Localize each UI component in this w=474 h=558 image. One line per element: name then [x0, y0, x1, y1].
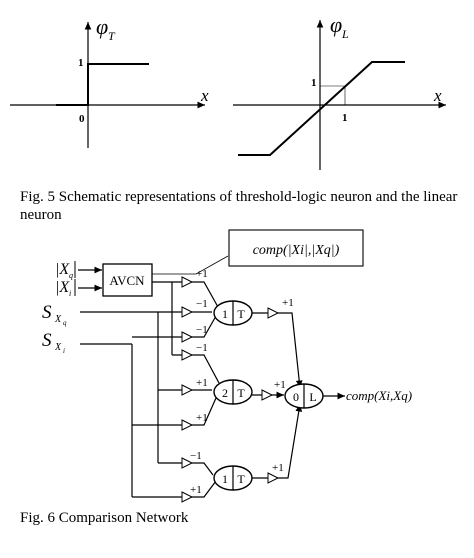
weight-triangle-n1-out — [267, 307, 280, 319]
weight-label-1: +1 — [196, 268, 208, 280]
wire-sxi-to-n1 — [132, 315, 217, 338]
weight-triangle-n2-out — [261, 389, 274, 401]
output-neuron-type: L — [309, 390, 316, 404]
fig5-caption: Fig. 5 Schematic representations of thre… — [20, 189, 458, 223]
threshold-curve — [56, 63, 149, 106]
threshold-tick-1: 1 — [78, 57, 84, 69]
avcn-label: AVCN — [109, 273, 145, 288]
threshold-origin: 0 — [79, 113, 85, 125]
output-neuron-bias: 0 — [293, 390, 299, 404]
input-sxi: S — [42, 330, 52, 351]
threshold-y-subscript: T — [108, 29, 116, 43]
comp-box — [228, 229, 364, 267]
weight-label-n3-out: +1 — [272, 462, 284, 474]
input-xq-sub: q — [69, 271, 73, 280]
output-label: comp(Xi,Xq) — [346, 388, 412, 403]
weight-label-8: +1 — [190, 484, 202, 496]
input-xq-abs: |X — [55, 261, 70, 278]
linear-curve — [238, 61, 405, 156]
neuron-2-type: T — [237, 386, 245, 400]
comparison-network: |X q |X i S X q S X i AVCN comp(|Xi|,|Xq… — [42, 229, 412, 503]
weight-triangle-5 — [181, 384, 194, 396]
linear-tick-y: 1 — [311, 77, 317, 89]
neuron-3-bias: 1 — [222, 472, 228, 486]
wire-n3-out — [252, 403, 303, 479]
neuron-1-type: T — [237, 307, 245, 321]
comp-box-label: comp(|Xi|,|Xq|) — [253, 243, 340, 258]
wire-sxq-to-n3 — [158, 462, 214, 476]
weight-label-5: +1 — [196, 377, 208, 389]
input-sxi-sub: X — [54, 342, 62, 353]
input-sxq-subsub: q — [63, 319, 67, 327]
linear-x-label: x — [433, 86, 442, 105]
avcn-box — [102, 263, 153, 297]
wire-sxi-to-n3 — [132, 480, 217, 498]
input-xi-abs: |X — [55, 279, 70, 296]
weight-label-3: −1 — [196, 324, 208, 336]
wire-sxi-to-n2 — [132, 397, 217, 426]
wire-n1-out — [252, 312, 303, 389]
neuron-1-bias: 1 — [222, 307, 228, 321]
weight-triangle-1 — [181, 276, 194, 288]
weight-label-n2-out: +1 — [274, 379, 286, 391]
weight-triangle-3 — [181, 331, 194, 343]
neuron-2-bias: 2 — [222, 386, 228, 400]
weight-label-2: −1 — [196, 298, 208, 310]
callout-line — [152, 255, 229, 275]
weight-label-4: −1 — [196, 342, 208, 354]
threshold-plot: φ T x 1 0 — [10, 14, 209, 148]
linear-tick-x: 1 — [342, 112, 348, 124]
weight-triangle-6 — [181, 419, 194, 431]
neuron-3-type: T — [237, 472, 245, 486]
threshold-y-symbol: φ — [96, 14, 108, 39]
input-xi-sub: i — [69, 289, 71, 298]
weight-triangle-7 — [181, 457, 194, 469]
weight-label-7: −1 — [190, 450, 202, 462]
linear-y-subscript: L — [341, 27, 349, 41]
input-sxq: S — [42, 302, 52, 323]
input-sxi-subsub: i — [63, 347, 65, 355]
linear-plot: φ L x 1 1 — [233, 12, 446, 170]
weight-label-6: +1 — [196, 412, 208, 424]
wire-avcn-to-n1 — [172, 281, 219, 308]
weight-triangle-8 — [181, 491, 194, 503]
weight-triangle-4 — [181, 349, 194, 361]
weight-label-n1-out: +1 — [282, 297, 294, 309]
threshold-x-label: x — [200, 86, 209, 105]
input-sxq-sub: X — [54, 314, 62, 325]
weight-triangle-n3-out — [267, 472, 280, 484]
linear-y-symbol: φ — [330, 12, 342, 37]
fig6-caption: Fig. 6 Comparison Network — [20, 510, 189, 526]
weight-triangle-2 — [181, 306, 194, 318]
